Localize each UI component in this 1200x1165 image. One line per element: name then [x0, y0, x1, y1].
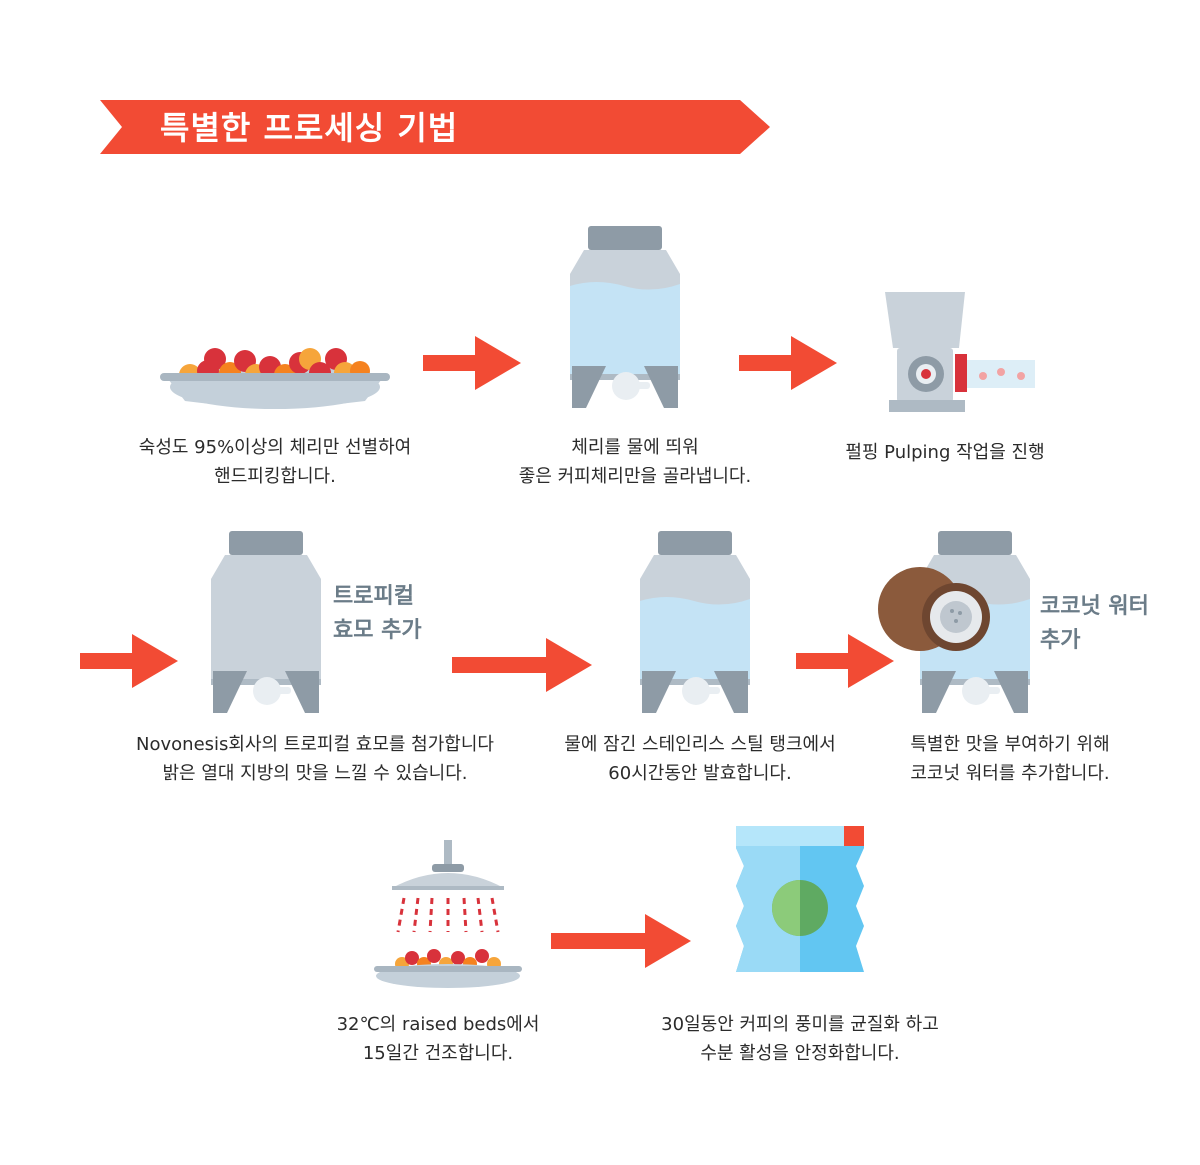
- caption-line: 물에 잠긴 스테인리스 스틸 탱크에서: [564, 734, 836, 755]
- coconut-tank-icon: [878, 531, 1030, 713]
- arrow-right-icon: [452, 638, 592, 692]
- caption-line: 밝은 열대 지방의 맛을 느낄 수 있습니다.: [162, 763, 468, 784]
- arrow-right-icon: [796, 634, 894, 688]
- arrow-right-icon: [80, 634, 178, 688]
- step-7-caption: 32℃의 raised beds에서 15일간 건조합니다.: [300, 1010, 576, 1068]
- step-3-caption: 펄핑 Pulping 작업을 진행: [810, 438, 1080, 467]
- side-label-line: 트로피컬: [333, 584, 414, 609]
- pulping-machine-icon: [885, 292, 1035, 412]
- caption-line: 32℃의 raised beds에서: [336, 1014, 540, 1035]
- side-label-line: 코코넛 워터: [1040, 594, 1149, 619]
- caption-line: 수분 활성을 안정화합니다.: [700, 1043, 900, 1064]
- caption-line: 60시간동안 발효합니다.: [608, 763, 792, 784]
- step-5-caption: 물에 잠긴 스테인리스 스틸 탱크에서 60시간동안 발효합니다.: [535, 730, 865, 788]
- side-label-line: 추가: [1040, 628, 1081, 653]
- caption-line: 좋은 커피체리만을 골라냅니다.: [518, 466, 752, 487]
- arrow-right-icon: [423, 336, 521, 390]
- yeast-side-label: 트로피컬 효모 추가: [333, 580, 422, 648]
- page-title: 특별한 프로세싱 기법: [160, 109, 459, 147]
- step-1-caption: 숙성도 95%이상의 체리만 선별하여 핸드피킹합니다.: [95, 433, 455, 491]
- caption-line: 체리를 물에 띄워: [571, 437, 699, 458]
- yeast-tank-icon: [211, 531, 321, 713]
- side-label-line: 효모 추가: [333, 618, 422, 643]
- caption-line: Novonesis회사의 트로피컬 효모를 첨가합니다: [136, 734, 494, 755]
- arrow-right-icon: [739, 336, 837, 390]
- step-6-caption: 특별한 맛을 부여하기 위해 코코넛 워터를 추가합니다.: [860, 730, 1160, 788]
- coconut-side-label: 코코넛 워터 추가: [1040, 590, 1149, 658]
- caption-line: 코코넛 워터를 추가합니다.: [910, 763, 1110, 784]
- water-tank-icon: [570, 226, 680, 408]
- caption-line: 30일동안 커피의 풍미를 균질화 하고: [661, 1014, 939, 1035]
- step-2-caption: 체리를 물에 띄워 좋은 커피체리만을 골라냅니다.: [475, 433, 795, 491]
- cherry-tray-icon: [160, 348, 390, 409]
- coffee-bag-icon: [736, 826, 864, 972]
- step-4-caption: Novonesis회사의 트로피컬 효모를 첨가합니다 밝은 열대 지방의 맛을…: [100, 730, 530, 788]
- caption-line: 15일간 건조합니다.: [362, 1043, 514, 1064]
- arrow-right-icon: [551, 914, 691, 968]
- caption-line: 숙성도 95%이상의 체리만 선별하여: [138, 437, 412, 458]
- title-banner: [100, 100, 770, 154]
- step-8-caption: 30일동안 커피의 풍미를 균질화 하고 수분 활성을 안정화합니다.: [620, 1010, 980, 1068]
- caption-line: 핸드피킹합니다.: [214, 466, 336, 487]
- caption-line: 특별한 맛을 부여하기 위해: [910, 734, 1110, 755]
- caption-line: 펄핑 Pulping 작업을 진행: [845, 442, 1045, 463]
- drying-bed-icon: [374, 840, 522, 988]
- fermentation-tank-icon: [640, 531, 750, 713]
